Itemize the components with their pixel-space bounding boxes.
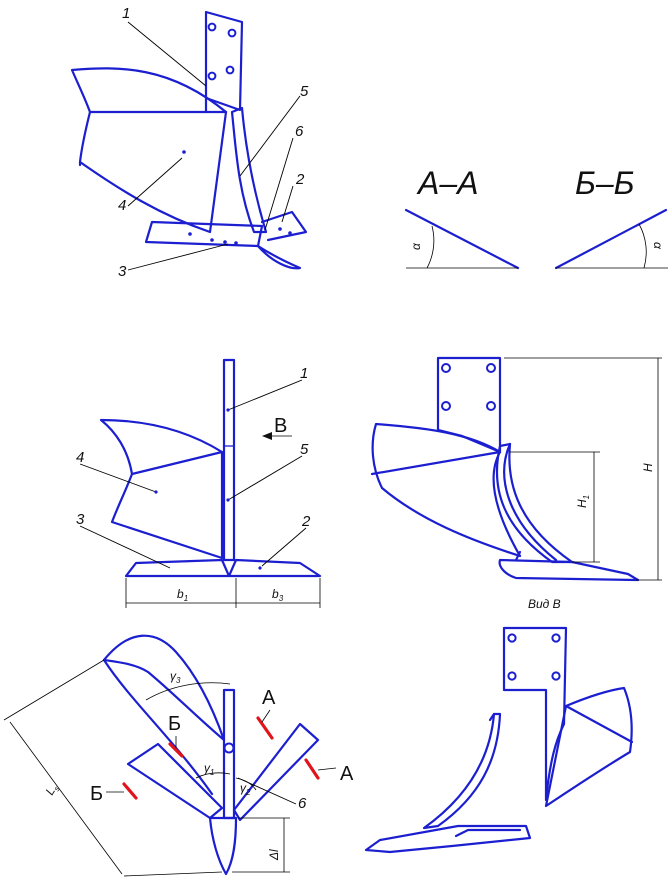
dim-h1: H1 [575,495,591,508]
stance-rear [422,712,502,830]
front-label-3: 3 [76,511,85,528]
front-label-4: 4 [76,449,84,466]
standard-plate-iso [204,10,244,112]
view-marker: В [274,415,287,437]
front-label-1: 1 [300,365,308,382]
cut-line-a-bottom [304,758,320,780]
share-side [498,558,640,582]
dim-b3: b3 [272,587,284,603]
cut-label-b1: Б [168,713,181,735]
share-left-top [126,742,224,820]
wing-top [102,634,226,742]
dim-ls: Ls [42,781,61,798]
section-bb: Б–Б α [554,165,668,270]
front-label-5: 5 [300,441,309,458]
front-label-2: 2 [301,513,311,530]
share-tip-top [208,816,238,876]
side-view: H H1 Вид В [370,356,662,611]
cut-line-b-bottom [122,782,138,800]
label-1: 1 [122,5,130,22]
share-tip-iso [256,244,302,270]
wing-iso [70,67,228,114]
angle-alpha-b: α [651,242,665,250]
bolt-hole [207,71,217,81]
front-view: В b1 b3 1 5 2 4 3 [76,358,322,608]
section-aa: А–А α [404,165,520,270]
cut-label-a1: А [262,687,276,709]
top-view: Ls Δl γ3 γ1 γ2 А А Б Б 6 [3,634,354,877]
section-bb-title: Б–Б [575,165,634,201]
label-4: 4 [118,197,126,214]
angle-gamma2: γ2 [240,781,251,797]
standard-plate-rear [502,626,568,802]
angle-alpha-a: α [409,242,423,250]
label-2: 2 [295,171,305,188]
bolt-hole [225,65,235,75]
share-right-top [232,722,320,822]
share-front [124,558,322,578]
section-aa-title: А–А [416,165,478,201]
label-6: 6 [295,123,304,140]
share-right-iso [260,210,308,242]
stance-side [495,442,574,564]
cut-label-a2: А [340,763,354,785]
dim-b1: b1 [177,587,188,603]
angle-gamma1: γ1 [204,761,214,777]
wing-rear [544,686,633,808]
standard-plate-side [436,356,502,454]
share-rear [364,824,532,854]
dim-h: H [641,463,655,472]
cut-line-b-left [168,742,184,758]
bolt-hole [227,28,237,38]
label-5: 5 [300,83,309,100]
wing-front [99,418,224,476]
wing-side [371,422,522,558]
dim-dl: Δl [267,849,281,861]
cut-label-b2: Б [90,783,103,805]
top-label-6: 6 [298,795,307,812]
share-left-iso [144,220,264,248]
cut-line-a-top [256,716,274,740]
label-3: 3 [118,263,127,280]
angle-gamma3: γ3 [170,669,181,685]
isometric-view: 1 5 6 2 4 3 [70,5,309,280]
rear-isometric [364,626,634,854]
view-caption: Вид В [528,597,561,611]
bolt-hole [207,22,217,32]
stance-iso [230,106,268,234]
